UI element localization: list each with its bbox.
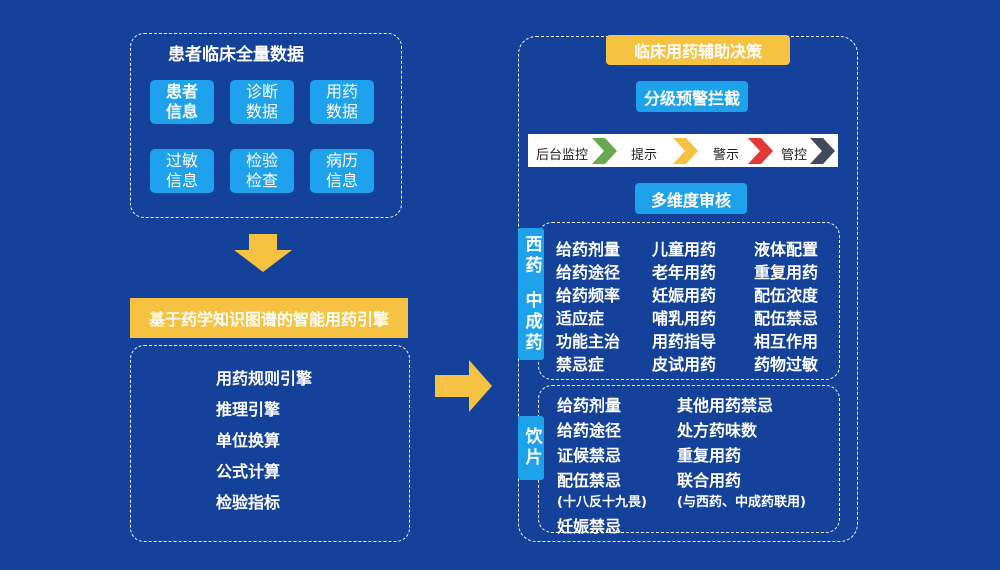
arrow-down-icon — [234, 234, 292, 272]
review-item: 其他用药禁忌 — [677, 396, 774, 415]
review-item: 妊娠禁忌 — [557, 517, 622, 536]
review-item: 给药途径 — [557, 421, 622, 440]
tile-line: 数据 — [245, 102, 278, 121]
review-item: 相互作用 — [754, 332, 819, 351]
review-item: 禁忌症 — [556, 355, 605, 374]
review-item: 重复用药 — [677, 446, 742, 465]
review-item: 功能主治 — [556, 332, 621, 351]
review-item: 儿童用药 — [652, 240, 717, 259]
tile-lab-exam: 检验 检查 — [230, 149, 294, 193]
arrow-right-icon — [435, 360, 492, 412]
review-item: 药物过敏 — [754, 355, 819, 374]
decision-banner: 临床用药辅助决策 — [606, 35, 790, 65]
tile-line: 数据 — [325, 102, 358, 121]
herbal-pieces-tab: 饮片 — [518, 416, 544, 480]
tab-text: 饮片 — [521, 427, 542, 469]
tab-text: 中成药 — [521, 290, 542, 354]
chevron-red-icon — [748, 138, 773, 164]
engine-item: 推理引擎 — [216, 400, 281, 419]
tab-text: 西药 — [521, 234, 542, 277]
engine-banner: 基于药学知识图谱的智能用药引擎 — [130, 298, 408, 338]
chevron-green-icon — [592, 138, 617, 164]
tile-line: 病历 — [325, 151, 358, 170]
chevron-dark-icon — [810, 138, 835, 164]
review-item: 给药途径 — [556, 263, 621, 282]
tier-label: 提示 — [631, 148, 658, 163]
review-item: 皮试用药 — [652, 355, 717, 374]
review-note: (十八反十九畏) — [557, 495, 647, 510]
tier-label: 警示 — [713, 148, 740, 163]
tile-line: 信息 — [165, 171, 198, 190]
multi-review-label: 多维度审核 — [635, 183, 747, 214]
tile-line: 信息 — [325, 171, 358, 190]
tile-line: 检查 — [245, 171, 278, 190]
tile-line: 检验 — [245, 151, 278, 170]
tile-line: 患者 — [165, 82, 198, 101]
review-item: 哺乳用药 — [652, 309, 717, 328]
review-item: 配伍浓度 — [754, 286, 819, 305]
tile-line: 诊断 — [245, 82, 278, 101]
engine-item: 检验指标 — [216, 493, 281, 512]
tile-line: 用药 — [325, 82, 358, 101]
tile-medical-record: 病历 信息 — [310, 149, 374, 193]
western-medicine-tab: 西药 中成药 — [518, 228, 544, 360]
tile-line: 信息 — [165, 102, 198, 121]
engine-item: 单位换算 — [216, 431, 281, 450]
review-item: 重复用药 — [754, 263, 819, 282]
tile-line: 过敏 — [165, 151, 198, 170]
tile-patient-info: 患者 信息 — [150, 80, 214, 124]
review-item: 液体配置 — [754, 240, 819, 259]
review-item: 证候禁忌 — [557, 446, 622, 465]
review-item: 配伍禁忌 — [754, 309, 819, 328]
review-item: 用药指导 — [652, 332, 717, 351]
engine-item: 公式计算 — [216, 462, 281, 481]
tier-label: 后台监控 — [536, 148, 589, 163]
tile-medication-data: 用药 数据 — [310, 80, 374, 124]
engine-item: 用药规则引擎 — [216, 369, 313, 388]
review-item: 配伍禁忌 — [557, 471, 622, 490]
review-item: 处方药味数 — [677, 421, 758, 440]
review-item: 给药频率 — [556, 286, 621, 305]
review-item: 妊娠用药 — [652, 286, 717, 305]
tile-diagnosis-data: 诊断 数据 — [230, 80, 294, 124]
tier-label: 管控 — [781, 148, 808, 163]
review-item: 老年用药 — [652, 263, 717, 282]
review-item: 联合用药 — [677, 471, 742, 490]
engine-box — [130, 345, 410, 542]
tile-allergy-info: 过敏 信息 — [150, 149, 214, 193]
review-item: 给药剂量 — [556, 240, 621, 259]
review-item: 给药剂量 — [557, 396, 622, 415]
review-item: 适应症 — [556, 309, 605, 328]
patient-data-title: 患者临床全量数据 — [168, 45, 304, 65]
patient-data-box — [130, 33, 402, 218]
chevron-yellow-icon — [673, 138, 698, 164]
tiered-warning-label: 分级预警拦截 — [636, 81, 748, 112]
review-note: (与西药、中成药联用) — [677, 495, 806, 510]
